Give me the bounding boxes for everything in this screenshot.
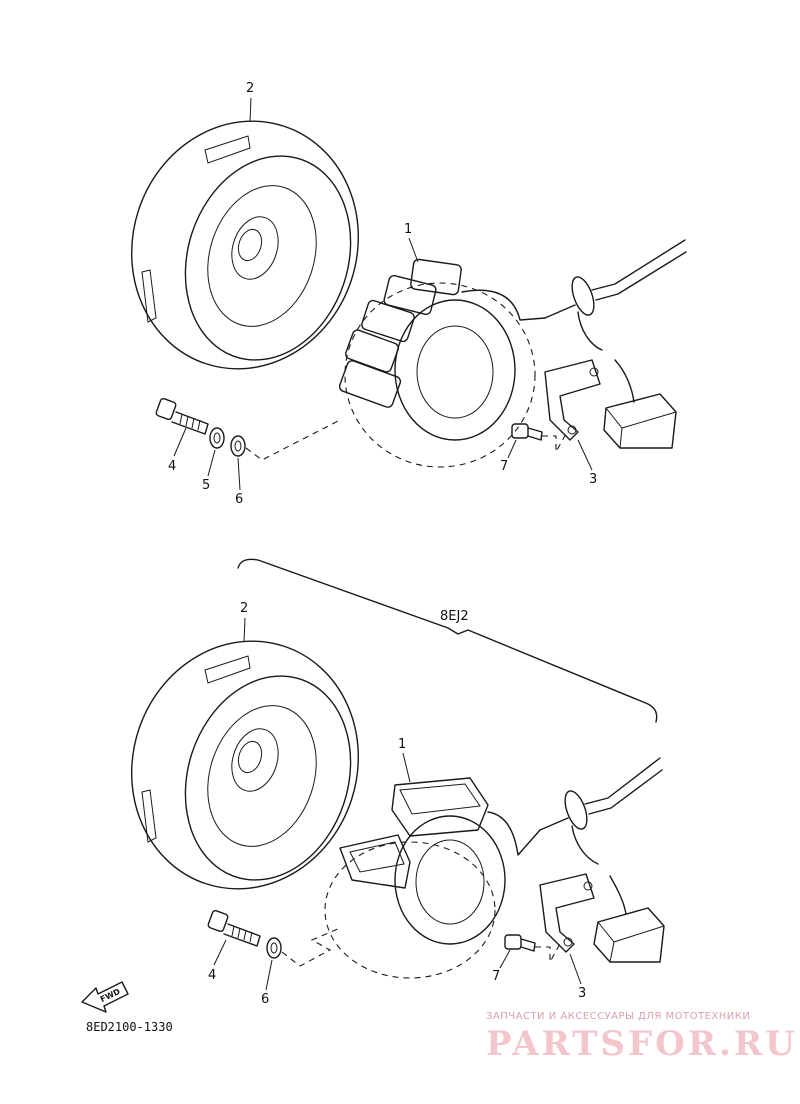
bottom-callout-flywheel: 2 (240, 601, 248, 616)
bottom-callout-stator: 1 (398, 737, 406, 752)
top-callout-flywheel: 2 (246, 81, 254, 96)
fwd-label: FWD (99, 987, 122, 1004)
top-plate-washer (230, 435, 246, 457)
bottom-bolt (207, 909, 261, 947)
bottom-callout-bolt: 4 (208, 968, 216, 983)
bottom-callout-plate-washer: 6 (261, 992, 269, 1007)
watermark-tagline: ЗАПЧАСТИ И АКСЕССУАРЫ ДЛЯ МОТОТЕХНИКИ (486, 1011, 751, 1022)
bottom-screw (504, 934, 563, 963)
bottom-plate-washer (266, 937, 282, 959)
diagram-code: 8ED2100-1330 (86, 1020, 173, 1034)
bottom-callout-screw: 7 (492, 969, 500, 984)
top-washer (209, 427, 225, 449)
top-wiring (544, 239, 687, 449)
top-screw (511, 423, 569, 453)
top-callout-plate-washer: 6 (235, 492, 243, 507)
top-stator (338, 258, 546, 468)
top-clamp (544, 359, 601, 441)
group-bracket (237, 558, 658, 723)
top-assembly: 2 1 (130, 81, 687, 507)
top-callout-stator: 1 (404, 222, 412, 237)
bottom-flywheel (130, 640, 360, 890)
bottom-wiring (539, 757, 665, 963)
top-bolt (155, 397, 209, 435)
bottom-assembly: 2 1 (130, 601, 665, 1007)
top-callout-clamp: 3 (589, 472, 597, 487)
fwd-arrow-icon: FWD (81, 981, 129, 1013)
top-callout-screw: 7 (500, 459, 508, 474)
top-flywheel (130, 120, 360, 370)
group-label: 8EJ2 (440, 609, 469, 624)
top-callout-bolt: 4 (168, 459, 176, 474)
bottom-callout-clamp: 3 (578, 986, 586, 1001)
bottom-clamp (539, 873, 595, 953)
watermark-brand-logo: PARTSFOR.RU (486, 1024, 798, 1064)
top-callout-washer: 5 (202, 478, 210, 493)
bottom-stator (324, 777, 541, 979)
